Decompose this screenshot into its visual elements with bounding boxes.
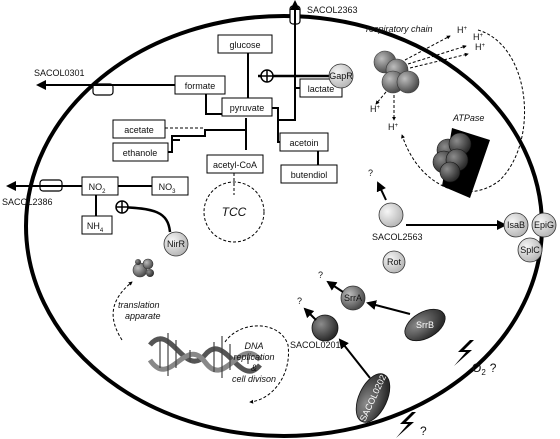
svg-text:NO2: NO2 [89, 182, 107, 195]
dna-dashed-loop [224, 325, 290, 404]
node-sacol0202: SACOL0202 [355, 373, 391, 423]
atpase-icon [432, 128, 490, 198]
svg-text:GapR: GapR [329, 71, 353, 81]
svg-text:pyruvate: pyruvate [230, 103, 265, 113]
svg-text:formate: formate [185, 81, 216, 91]
translation-dashed-arrow [112, 281, 133, 341]
dna-label-2: replication [233, 352, 274, 362]
respiratory-chain-icon [373, 50, 420, 94]
dna-label-4: cell divison [232, 374, 276, 384]
svg-text:glucose: glucose [229, 40, 260, 50]
question-sacol0201: ? [297, 296, 302, 306]
box-butendiol: butendiol [280, 164, 338, 184]
question-srra: ? [318, 270, 323, 280]
translation-label-1: translation [118, 300, 160, 310]
box-pyruvate: pyruvate [221, 97, 273, 117]
gapr-inhibition [258, 69, 330, 83]
label-sacol2563: SACOL2563 [372, 232, 423, 242]
transporter-sacol0301: SACOL0301 [34, 68, 114, 96]
question-sacol2563: ? [368, 168, 373, 178]
node-sacol2563 [378, 202, 404, 228]
box-formate: formate [174, 75, 226, 95]
svg-text:NO3: NO3 [159, 182, 177, 195]
box-nh4: NH4 [81, 215, 113, 235]
svg-text:lactate: lactate [308, 84, 335, 94]
dna-label-1: DNA [244, 341, 263, 351]
svg-text:acetyl-CoA: acetyl-CoA [213, 160, 257, 170]
tcc-cycle [203, 181, 265, 243]
h-plus-1: H+ [457, 25, 468, 35]
label-tcc: TCC [222, 205, 247, 219]
label-sacol0301: SACOL0301 [34, 68, 85, 78]
ribosome-icon [132, 258, 154, 278]
node-isab: IsaB [503, 212, 529, 238]
label-sacol2363: SACOL2363 [307, 5, 358, 15]
svg-text:EpiG: EpiG [534, 220, 554, 230]
h-plus-3: H+ [475, 42, 486, 52]
svg-text:acetate: acetate [124, 125, 154, 135]
h-plus-4: H+ [370, 104, 381, 114]
svg-text:NH4: NH4 [87, 221, 104, 234]
svg-text:SplC: SplC [520, 245, 540, 255]
svg-text:acetoin: acetoin [289, 138, 318, 148]
label-sacol0201: SACOL0201 [290, 340, 341, 350]
question-sacol0202: ? [420, 424, 427, 438]
svg-text:NirR: NirR [167, 239, 185, 249]
h-plus-2: H+ [473, 32, 484, 42]
node-srrb: SrrB [404, 308, 446, 342]
node-gapr: GapR [328, 63, 354, 89]
respiratory-chain-label: respiratory chain [366, 24, 433, 34]
node-nirr: NirR [163, 231, 189, 257]
node-epig: EpiG [531, 212, 557, 238]
box-acetate: acetate [112, 119, 166, 139]
svg-text:ethanole: ethanole [123, 148, 158, 158]
svg-text:SrrA: SrrA [344, 293, 362, 303]
svg-text:Rot: Rot [387, 257, 402, 267]
box-acetoin: acetoin [279, 132, 329, 152]
h-plus-5: H+ [388, 122, 399, 132]
node-sacol0201 [311, 314, 339, 342]
node-rot: Rot [382, 250, 406, 274]
dna-helix-icon [147, 333, 262, 378]
node-splc: SplC [517, 237, 543, 263]
svg-text:butendiol: butendiol [291, 170, 328, 180]
svg-text:IsaB: IsaB [507, 220, 525, 230]
box-glucose: glucose [217, 34, 273, 54]
box-acetyl-coa: acetyl-CoA [206, 154, 264, 174]
atpase-label: ATPase [452, 113, 484, 123]
box-ethanole: ethanole [112, 142, 169, 162]
svg-text:SrrB: SrrB [416, 320, 434, 330]
o2-label: O2? [472, 361, 497, 377]
node-srra: SrrA [340, 285, 366, 311]
label-sacol2386: SACOL2386 [2, 197, 53, 207]
lightning-icon-srrb [454, 340, 474, 366]
dna-label-3: & [251, 363, 257, 373]
box-no3: NO3 [151, 176, 189, 196]
translation-label-2: apparate [125, 311, 161, 321]
proton-arrows [375, 29, 526, 193]
box-no2: NO2 [81, 176, 119, 196]
